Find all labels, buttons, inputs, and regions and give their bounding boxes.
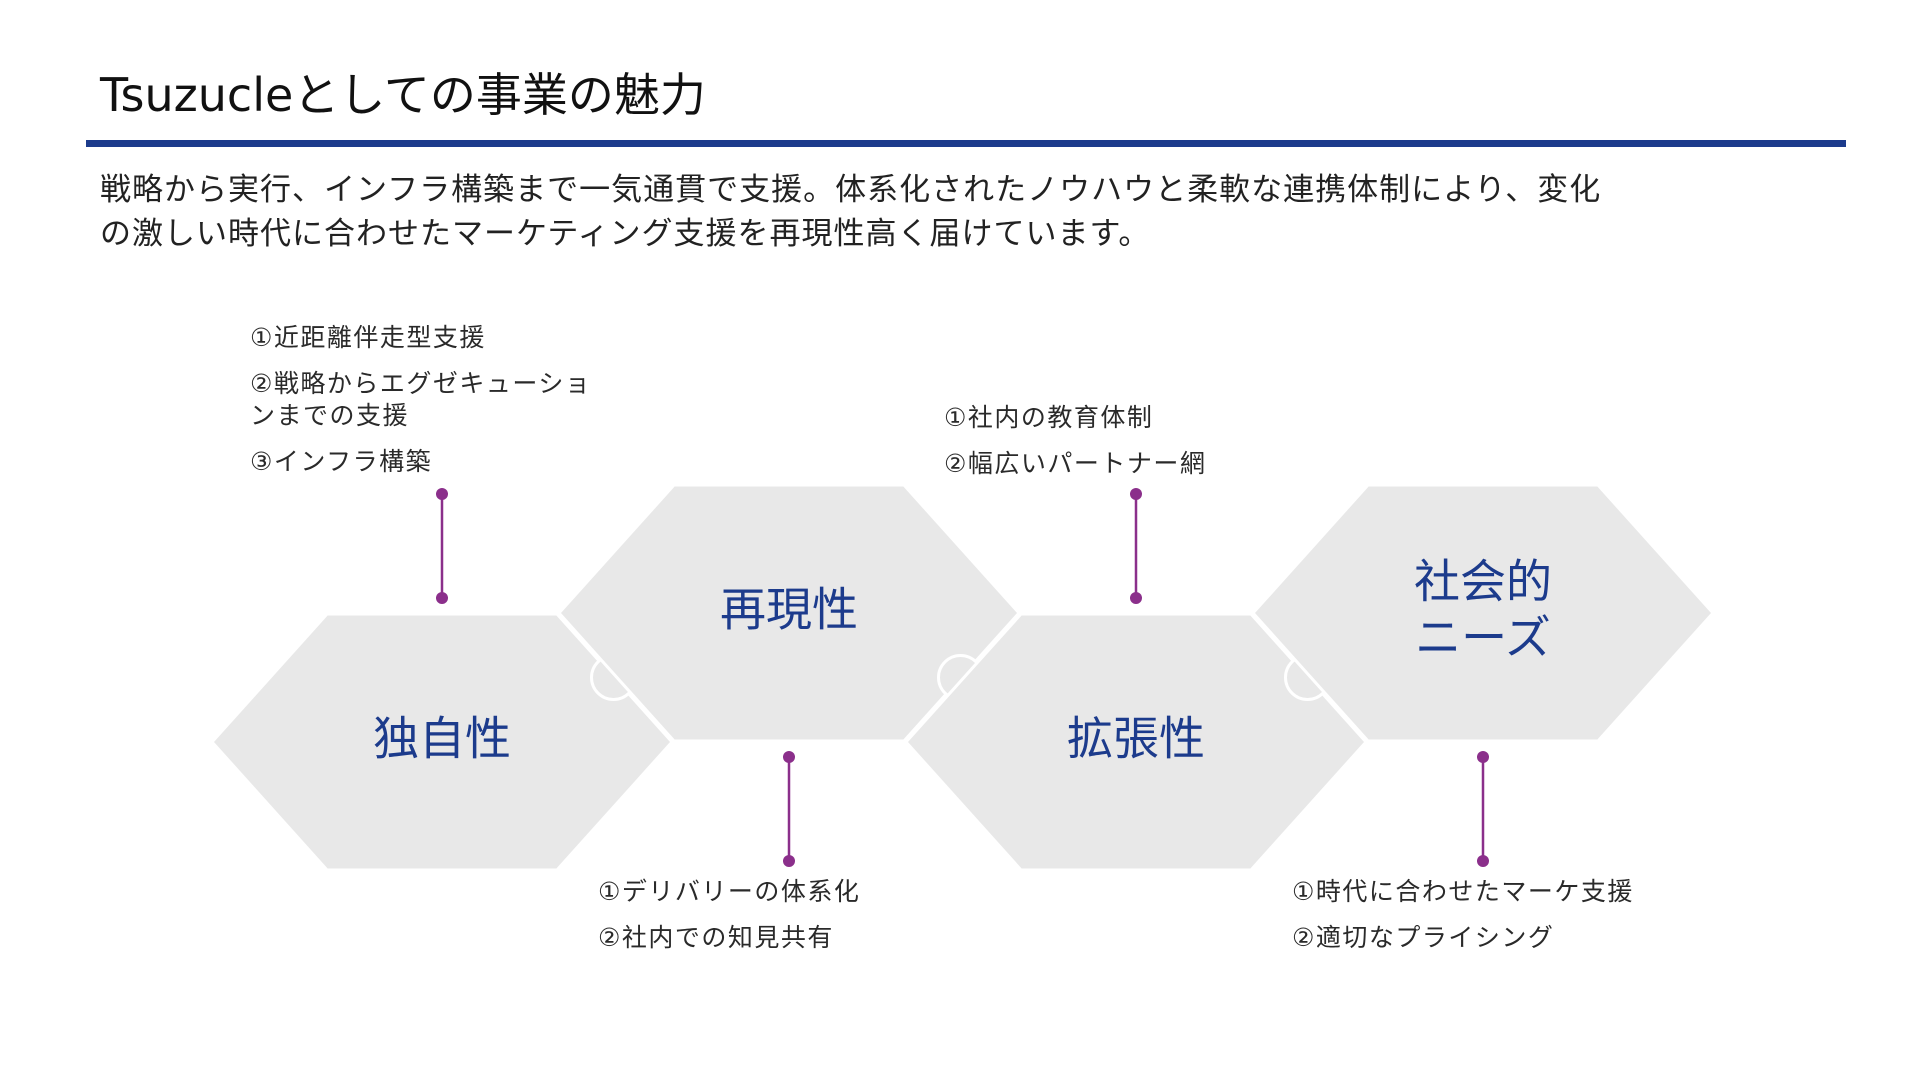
description-line-2: の激しい時代に合わせたマーケティング支援を再現性高く届けています。 xyxy=(100,216,1151,252)
pillar-label-4-line-1: 社会的 xyxy=(1414,555,1552,609)
connector-dot-4-1 xyxy=(1477,751,1489,763)
note-item-1: ①時代に合わせたマーケ支援 xyxy=(1292,877,1634,906)
pillar-label-2: 再現性 xyxy=(720,583,858,637)
connector-dot-1-1 xyxy=(436,488,448,500)
note-item-2: ②社内での知見共有 xyxy=(598,923,834,952)
pillar-3-notes: ①社内の教育体制 ②幅広いパートナー網 xyxy=(944,402,1206,480)
connector-dot-3-2 xyxy=(1130,592,1142,604)
pillar-hexagon-3 xyxy=(903,612,1369,872)
connector-dot-1-2 xyxy=(436,592,448,604)
pillar-label-1: 独自性 xyxy=(373,712,511,766)
pillar-label-4-line-2: ニーズ xyxy=(1415,611,1551,665)
pillar-label-3: 拡張性 xyxy=(1067,712,1205,766)
note-item-2-part-2: ンまでの支援 xyxy=(250,401,410,430)
page-description: 戦略から実行、インフラ構築まで一気通貫で支援。体系化されたノウハウと柔軟な連携体… xyxy=(100,168,1820,256)
note-item-3: ③インフラ構築 xyxy=(250,447,433,476)
note-item-2-part-1: ②戦略からエグゼキューショ xyxy=(250,369,592,398)
connector-dot-2-2 xyxy=(783,855,795,867)
pillar-1-notes: ①近距離伴走型支援 ②戦略からエグゼキューションまでの支援 ③インフラ構築 xyxy=(250,322,591,478)
connector-dot-2-1 xyxy=(783,751,795,763)
pillar-hexagon-2 xyxy=(556,483,1022,743)
connector-dot-3-1 xyxy=(1130,488,1142,500)
note-item-1: ①社内の教育体制 xyxy=(944,403,1154,432)
pillar-hexagon-1 xyxy=(209,612,675,872)
pillar-2-notes: ①デリバリーの体系化 ②社内での知見共有 xyxy=(598,876,860,954)
connector-dot-4-2 xyxy=(1477,855,1489,867)
description-line-1: 戦略から実行、インフラ構築まで一気通貫で支援。体系化されたノウハウと柔軟な連携体… xyxy=(100,172,1602,208)
note-item-2: ②適切なプライシング xyxy=(1292,923,1555,952)
note-item-1: ①近距離伴走型支援 xyxy=(250,323,486,352)
title-underline xyxy=(86,140,1846,147)
hexagon-layer xyxy=(209,483,1716,872)
pillar-hexagon-4 xyxy=(1250,483,1716,743)
connector-layer xyxy=(436,488,1489,867)
page-title: Tsuzucleとしての事業の魅力 xyxy=(100,68,706,122)
note-item-1: ①デリバリーの体系化 xyxy=(598,877,861,906)
note-item-2: ②幅広いパートナー網 xyxy=(944,449,1207,478)
pillar-4-notes: ①時代に合わせたマーケ支援 ②適切なプライシング xyxy=(1292,876,1634,954)
